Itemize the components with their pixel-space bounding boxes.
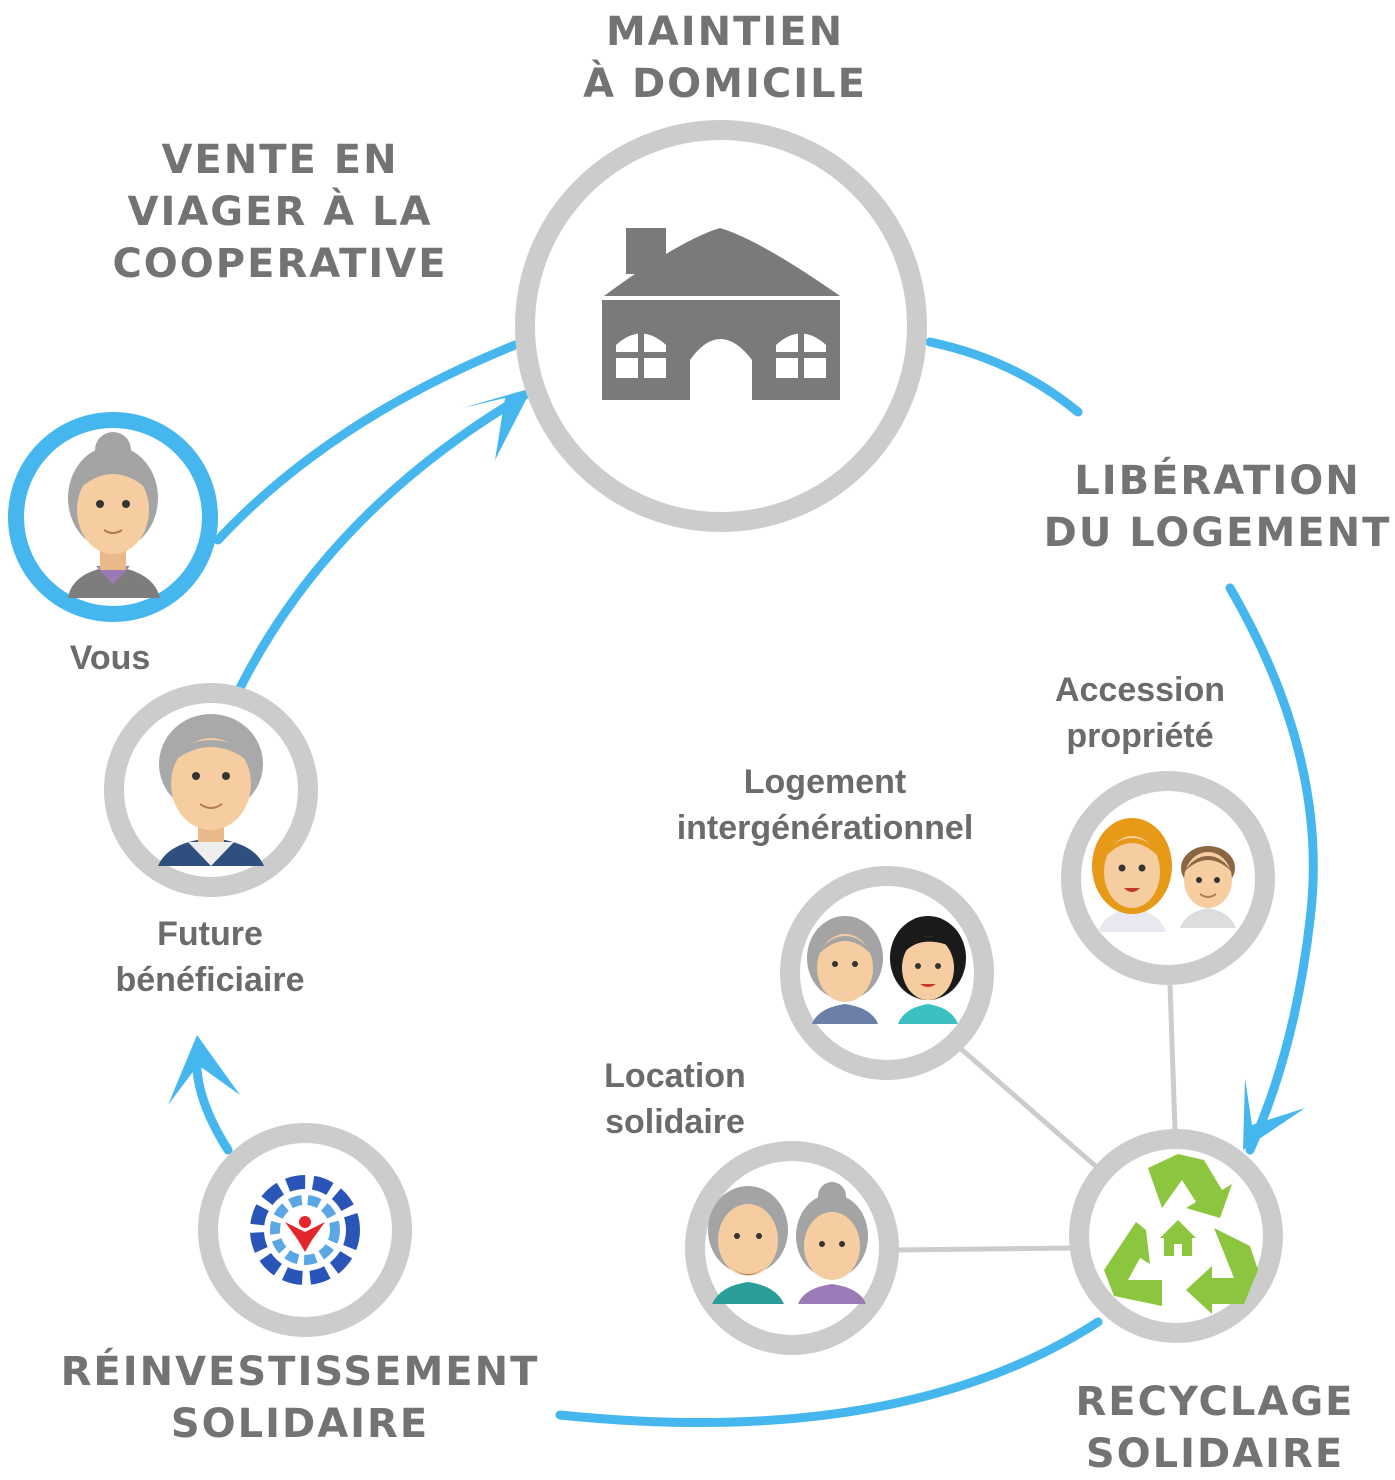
title-reinvest-line2: SOLIDAIRE	[170, 1401, 430, 1447]
label-logement: Logement intergénérationnel	[650, 760, 1000, 852]
label-location-line2: solidaire	[605, 1102, 745, 1141]
arc-bottom	[555, 1317, 1103, 1428]
title-liberation-line1: LIBÉRATION	[1074, 458, 1361, 504]
label-location: Location solidaire	[570, 1054, 780, 1146]
title-recyclage-line2: SOLIDAIRE	[1085, 1431, 1345, 1477]
label-location-line1: Location	[604, 1057, 746, 1095]
label-accession-line2: propriété	[1066, 716, 1214, 755]
reinvest-logo-icon	[250, 1175, 360, 1285]
location-avatars-icon	[708, 1182, 868, 1304]
title-recyclage-line1: RECYCLAGE	[1075, 1379, 1355, 1425]
arrow-heads	[168, 388, 1305, 1150]
vous-avatar-icon	[68, 432, 160, 598]
arc-future-to-house	[235, 390, 530, 693]
title-reinvest-line1: RÉINVESTISSEMENT	[60, 1349, 540, 1395]
arc-top-right	[925, 337, 1083, 417]
label-future-line1: Future	[157, 915, 263, 953]
title-vente: VENTE EN VIAGER À LA COOPERATIVE	[100, 134, 460, 290]
label-vous-text: Vous	[69, 639, 151, 677]
label-accession: Accession propriété	[1020, 668, 1260, 760]
title-maintien-line2: À DOMICILE	[583, 61, 867, 107]
label-future-line2: bénéficiaire	[115, 960, 305, 999]
arrowhead-future	[168, 1035, 240, 1105]
title-vente-line3: COOPERATIVE	[112, 241, 448, 287]
label-logement-line1: Logement	[743, 763, 907, 801]
title-vente-line1: VENTE EN	[161, 137, 399, 183]
connectors	[894, 984, 1178, 1253]
title-vente-line2: VIAGER À LA	[127, 189, 433, 235]
arc-right	[1225, 583, 1318, 1155]
label-vous: Vous	[40, 636, 180, 682]
label-logement-line2: intergénérationnel	[676, 808, 974, 847]
arc-vous	[213, 340, 520, 545]
label-future: Future bénéficiaire	[80, 912, 340, 1004]
title-maintien-line1: MAINTIEN	[605, 9, 845, 55]
title-liberation: LIBÉRATION DU LOGEMENT	[1040, 455, 1395, 559]
house-icon	[602, 228, 840, 400]
title-reinvestissement: RÉINVESTISSEMENT SOLIDAIRE	[60, 1346, 540, 1450]
future-avatar-icon	[158, 714, 264, 866]
ring-reinvest	[198, 1123, 412, 1337]
cycle-arrows	[192, 337, 1318, 1428]
logement-avatars-icon	[807, 916, 966, 1024]
label-accession-line1: Accession	[1054, 671, 1226, 709]
arrowhead-house	[462, 388, 532, 460]
title-maintien: MAINTIEN À DOMICILE	[570, 6, 880, 110]
accession-avatars-icon	[1092, 818, 1236, 932]
title-liberation-line2: DU LOGEMENT	[1043, 510, 1392, 556]
arrowhead-recycle	[1243, 1078, 1305, 1150]
title-recyclage: RECYCLAGE SOLIDAIRE	[1060, 1376, 1370, 1480]
recycle-icon	[1104, 1154, 1258, 1314]
